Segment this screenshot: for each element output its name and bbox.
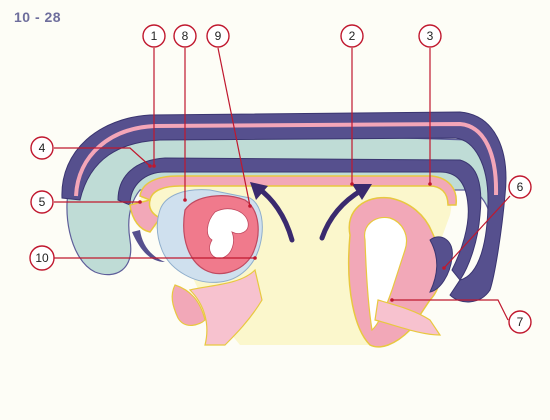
callout-3-label: 3 (427, 29, 434, 43)
callout-9-label: 9 (215, 29, 222, 43)
callout-7-label: 7 (517, 315, 524, 329)
endpoint-8 (183, 198, 187, 202)
endpoint-10 (253, 256, 257, 260)
endpoint-6 (442, 266, 446, 270)
callout-10: 10 (30, 246, 54, 270)
endpoint-2 (350, 182, 354, 186)
callout-6-label: 6 (517, 180, 524, 194)
callout-7: 7 (509, 311, 531, 333)
callout-2-label: 2 (349, 29, 356, 43)
callout-3: 3 (419, 25, 441, 47)
callout-5-label: 5 (39, 195, 46, 209)
callout-2: 2 (341, 25, 363, 47)
callout-6: 6 (509, 176, 531, 198)
callout-1-label: 1 (151, 29, 158, 43)
callout-10-label: 10 (35, 251, 49, 265)
endpoint-9 (248, 204, 252, 208)
callout-4: 4 (31, 137, 53, 159)
callout-4-label: 4 (39, 141, 46, 155)
endpoint-4 (148, 164, 152, 168)
endpoint-3 (428, 182, 432, 186)
callout-5: 5 (31, 191, 53, 213)
endpoint-7 (390, 298, 394, 302)
callout-9: 9 (207, 25, 229, 47)
callout-1: 1 (143, 25, 165, 47)
callout-8: 8 (174, 25, 196, 47)
endpoint-1 (152, 164, 156, 168)
endpoint-5 (138, 200, 142, 204)
callout-8-label: 8 (182, 29, 189, 43)
